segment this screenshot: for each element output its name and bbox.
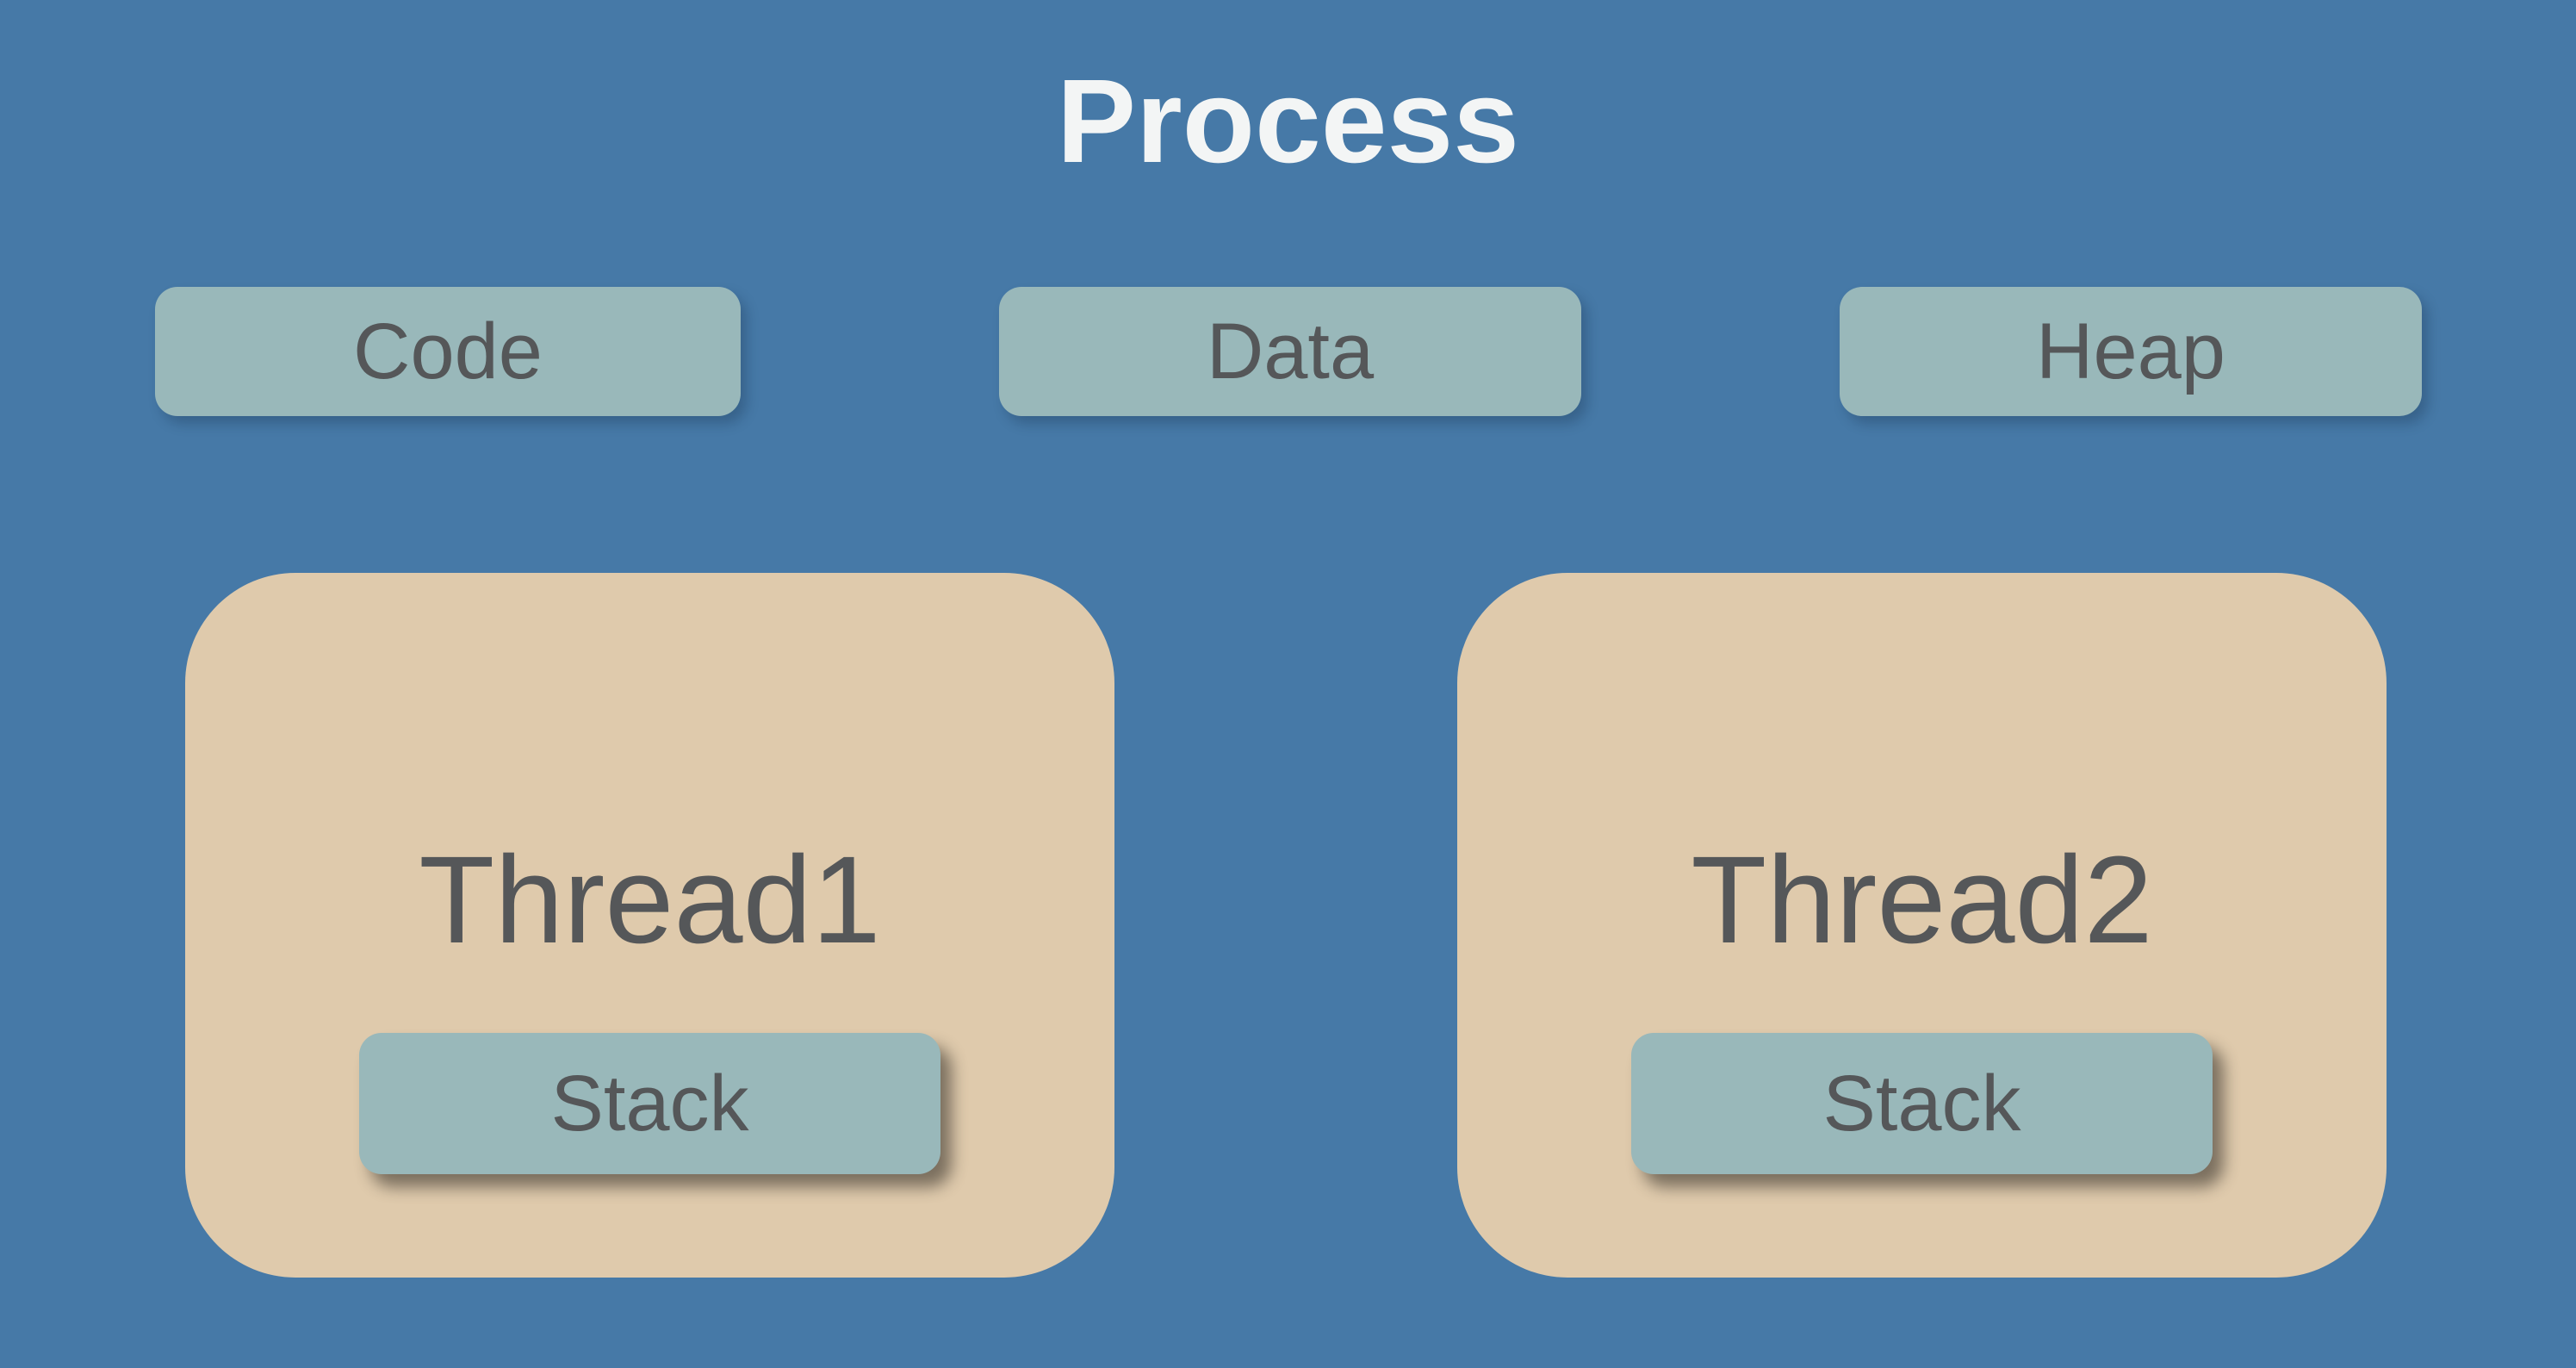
thread1-stack-label: Stack <box>550 1060 749 1147</box>
thread1-stack-box: Stack <box>359 1033 940 1174</box>
thread1-label: Thread1 <box>419 830 881 969</box>
code-segment-label: Code <box>353 308 543 395</box>
thread2-label: Thread2 <box>1691 830 2153 969</box>
heap-segment-label: Heap <box>2036 308 2225 395</box>
code-segment-box: Code <box>155 287 741 416</box>
thread2-stack-label: Stack <box>1822 1060 2021 1147</box>
thread1-box: Thread1 Stack <box>185 573 1114 1278</box>
thread2-stack-box: Stack <box>1631 1033 2213 1174</box>
thread2-box: Thread2 Stack <box>1457 573 2387 1278</box>
data-segment-label: Data <box>1206 308 1375 395</box>
heap-segment-box: Heap <box>1840 287 2422 416</box>
diagram-title: Process <box>1056 55 1520 188</box>
data-segment-box: Data <box>999 287 1581 416</box>
